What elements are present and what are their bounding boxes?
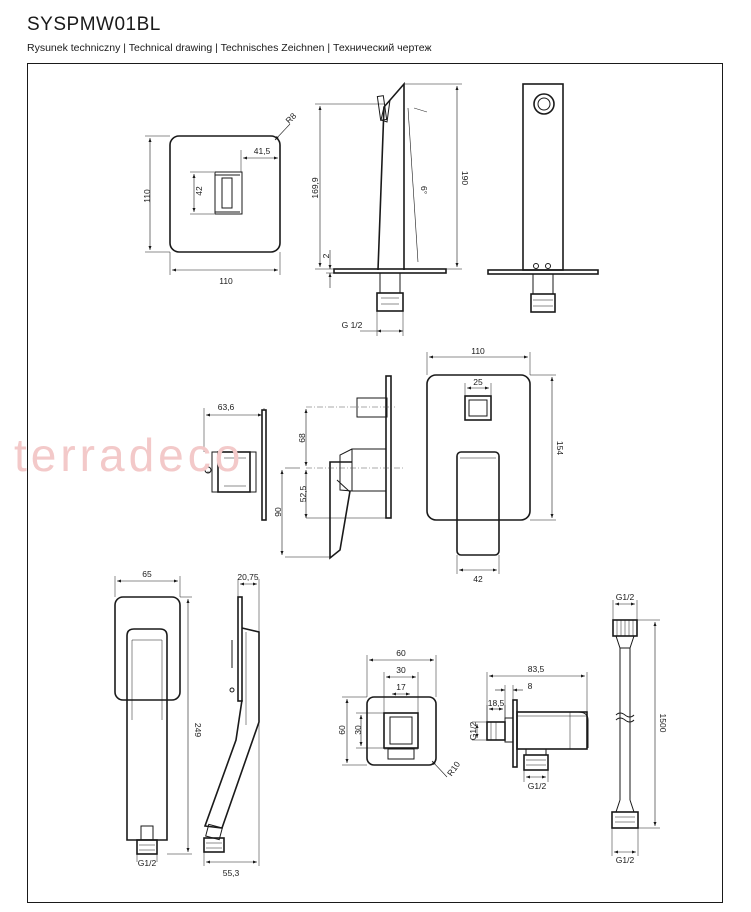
dim-elbow-height: 60 bbox=[337, 725, 347, 735]
dim-lower-offset: 52,5 bbox=[298, 485, 308, 502]
dim-elbow-flange: 18,5 bbox=[488, 698, 505, 708]
dim-plate-height: 110 bbox=[142, 189, 152, 203]
spout-side-view: 190 169,9 6° 2 G 1/2 bbox=[310, 81, 470, 336]
wall-elbow-side-view: 83,5 8 18,5 G1/2 G1/2 bbox=[468, 664, 589, 791]
dim-elbow-inner-vertical: 30 bbox=[353, 725, 363, 735]
mixer-side-view: 63,6 68 52,5 90 bbox=[203, 375, 405, 560]
dim-thread-top: G 1/2 bbox=[342, 320, 363, 330]
dim-elbow-step: 8 bbox=[528, 681, 533, 691]
drawing-frame bbox=[27, 63, 723, 903]
dim-elbow-depth: 83,5 bbox=[528, 664, 545, 674]
dim-holder-width: 65 bbox=[142, 569, 152, 579]
product-model-title: SYSPMW01BL bbox=[27, 14, 161, 35]
dim-knob-square: 25 bbox=[473, 377, 483, 387]
dim-hose-thread-bottom: G1/2 bbox=[616, 855, 635, 865]
dim-elbow-radius: R10 bbox=[445, 759, 462, 778]
wall-elbow-front-view: 60 30 17 60 30 R10 bbox=[337, 648, 462, 778]
dim-plate-width: 110 bbox=[219, 276, 233, 286]
shower-hose-view: G1/2 1500 G1/2 bbox=[611, 592, 668, 865]
dim-hose-thread-top: G1/2 bbox=[616, 592, 635, 602]
dim-head-thickness: 20,75 bbox=[237, 572, 259, 582]
dim-base-thickness: 2 bbox=[321, 253, 331, 258]
drawing-subtitle: Rysunek techniczny | Technical drawing |… bbox=[27, 42, 432, 54]
dim-total-height: 190 bbox=[460, 171, 470, 185]
hand-shower-front-view: 65 249 G1/2 bbox=[114, 569, 203, 868]
technical-drawing-sheet: 110 110 41,5 42 R8 190 bbox=[27, 63, 723, 903]
dim-handle-offset: 55,3 bbox=[223, 868, 240, 878]
cover-plate-front-view: 110 110 41,5 42 R8 bbox=[142, 111, 298, 286]
dim-lever-drop: 90 bbox=[273, 507, 283, 517]
dim-depth: 63,6 bbox=[218, 402, 235, 412]
dim-knob-offset: 41,5 bbox=[254, 146, 271, 156]
dim-knob-height: 42 bbox=[194, 186, 204, 196]
hand-shower-side-view: 20,75 55,3 bbox=[203, 572, 260, 878]
dim-handle-thread: G1/2 bbox=[138, 858, 157, 868]
dim-upper-offset: 68 bbox=[297, 433, 307, 443]
dim-elbow-port: 17 bbox=[396, 682, 406, 692]
dim-angle: 6° bbox=[419, 186, 429, 194]
dim-elbow-thread-side: G1/2 bbox=[468, 722, 478, 741]
dim-elbow-thread-bottom: G1/2 bbox=[528, 781, 547, 791]
dim-mixer-width: 110 bbox=[471, 346, 485, 356]
mixer-front-view: 110 25 154 42 bbox=[426, 346, 565, 584]
spout-back-view bbox=[487, 83, 599, 313]
dim-elbow-width: 60 bbox=[396, 648, 406, 658]
dim-lever-width: 42 bbox=[473, 574, 483, 584]
dim-elbow-inner: 30 bbox=[396, 665, 406, 675]
dim-spout-height: 169,9 bbox=[310, 177, 320, 199]
dim-radius-r8: R8 bbox=[283, 111, 298, 126]
dim-mixer-height: 154 bbox=[555, 441, 565, 455]
dim-hose-length: 1500 bbox=[658, 714, 668, 733]
dim-handle-length: 249 bbox=[193, 723, 203, 737]
